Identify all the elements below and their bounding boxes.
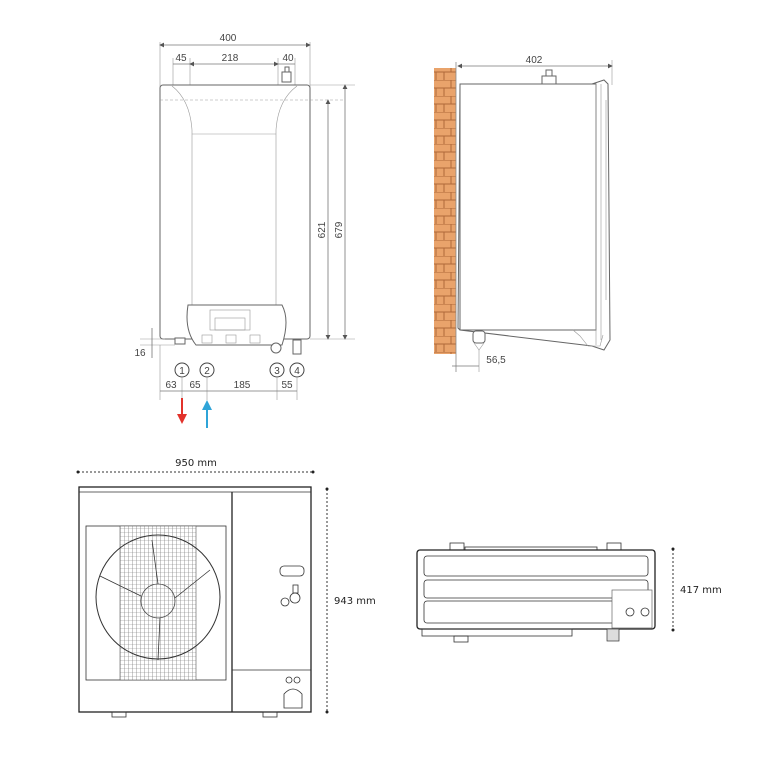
connection-4-label: 4 [294,366,300,377]
dim-pipe-offset: 56,5 [486,355,506,366]
indoor-unit-side-view: 402 56,5 [434,55,613,372]
dim-spacing-4: 55 [281,380,293,391]
handle-icon [279,565,305,577]
dim-spacing-2: 65 [189,380,201,391]
outdoor-unit-top-view: 417 mm [416,542,722,643]
outflow-arrow-icon [177,398,187,424]
dim-bottom-offset: 16 [134,348,146,359]
connection-1-label: 1 [179,366,185,377]
connection-3-label: 3 [274,366,280,377]
dim-outdoor-height: 943 mm [334,596,376,607]
brick-wall [434,68,456,354]
indoor-unit-front-view: 400 45 218 40 62 [134,33,355,428]
dim-spacing-3: 185 [234,380,251,391]
connection-markers: 1 2 3 4 [174,362,305,378]
dim-width-total: 400 [220,33,237,44]
dim-outdoor-top-height: 417 mm [680,585,722,596]
dim-pipe-span: 218 [222,53,239,64]
dim-offset-right: 40 [282,53,294,64]
outdoor-unit-front-view: 950 mm 943 mm [76,458,376,718]
connection-2-label: 2 [204,366,210,377]
dim-height-inner: 621 [317,221,328,238]
dim-offset-left: 45 [175,53,187,64]
dim-outdoor-width: 950 mm [175,458,217,469]
valve-icon [280,597,290,607]
dim-spacing-1: 63 [165,380,177,391]
inflow-arrow-icon [202,400,212,428]
dim-height-total: 679 [334,221,345,238]
dim-depth: 402 [526,55,543,66]
